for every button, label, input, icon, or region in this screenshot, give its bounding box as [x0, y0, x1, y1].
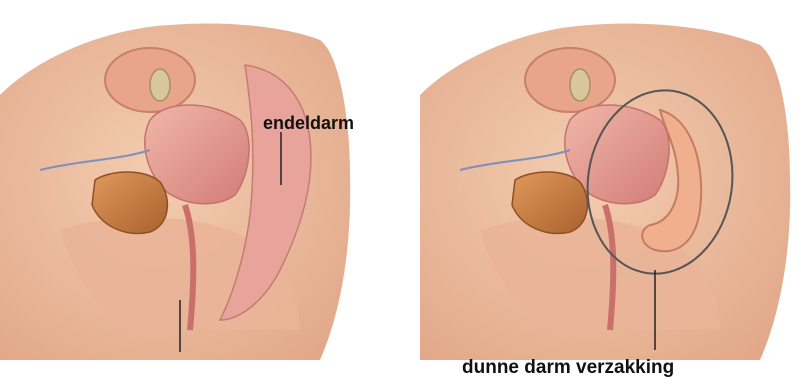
label-endeldarm: endeldarm: [263, 113, 354, 134]
label-dunne-darm-verzakking: dunne darm verzakking: [462, 357, 674, 379]
left-ovary: [150, 69, 170, 101]
right-ovary: [570, 69, 590, 101]
left-anatomy-panel: [0, 23, 350, 360]
right-anatomy-panel: [420, 24, 790, 360]
